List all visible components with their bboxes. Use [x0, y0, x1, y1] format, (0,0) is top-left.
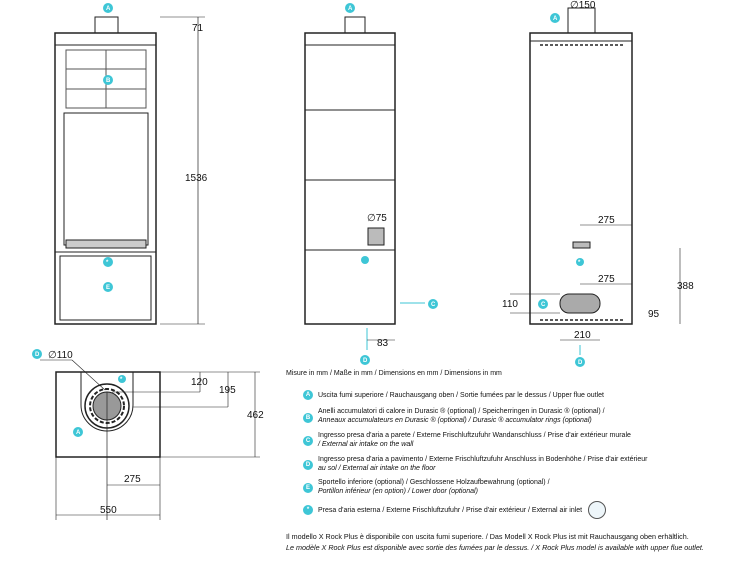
legend-c-line1: Ingresso presa d'aria a parete / Externe… — [318, 432, 631, 439]
dim-388: 388 — [677, 281, 694, 292]
marker-star: * — [120, 377, 123, 383]
plan-view — [32, 349, 260, 520]
dim-1536: 1536 — [185, 173, 208, 184]
dim-275: 275 — [124, 474, 141, 485]
legend-d-line2: au sol / External air intake on the floo… — [318, 465, 436, 472]
marker-c: C — [541, 302, 546, 308]
side-view — [304, 3, 438, 365]
legend-b-line1: Anelli accumulatori di calore in Durasic… — [318, 408, 605, 415]
legend-marker-b: B — [303, 413, 313, 423]
dim-275-upper: 275 — [598, 215, 615, 226]
footer-line1: Il modello X Rock Plus è disponibile con… — [286, 532, 689, 541]
dim-210: 210 — [574, 330, 591, 341]
legend-marker-a: A — [303, 390, 313, 400]
dim-120: 120 — [191, 377, 208, 388]
units-note: Misure in mm / Maße in mm / Dimensions e… — [286, 370, 502, 377]
marker-a: A — [348, 6, 353, 12]
marker-a: A — [553, 16, 558, 22]
marker-c: C — [431, 302, 436, 308]
dim-275-lower: 275 — [598, 274, 615, 285]
dim-diameter-110: ∅110 — [48, 350, 73, 361]
marker-star: * — [578, 260, 581, 266]
legend-d-line1: Ingresso presa d'aria a pavimento / Exte… — [318, 456, 648, 463]
dim-71: 71 — [192, 23, 204, 34]
marker-d: D — [578, 360, 583, 366]
dim-550: 550 — [100, 505, 117, 516]
marker-b: B — [106, 78, 111, 84]
rear-view — [510, 7, 681, 367]
legend-a-line1: Uscita fumi superiore / Rauchausgang obe… — [318, 392, 604, 399]
legend-marker-c: C — [303, 436, 313, 446]
dim-diameter-75: ∅75 — [367, 213, 387, 224]
footer-line2: Le modèle X Rock Plus est disponible ave… — [286, 543, 704, 552]
legend-marker-star: * — [303, 505, 313, 515]
marker-a: A — [106, 6, 111, 12]
legend-e-line2: Portillon inférieur (en option) / Lower … — [318, 488, 478, 495]
marker-a: A — [76, 430, 81, 436]
legend-b-line2: Anneaux accumulateurs en Durasic ® (opti… — [318, 417, 592, 424]
marker-d: D — [363, 358, 368, 364]
legend-c-line2: / External air intake on the wall — [318, 441, 414, 448]
marker-d: D — [35, 352, 40, 358]
dim-462: 462 — [247, 410, 264, 421]
marker-e: E — [106, 285, 110, 291]
dim-diameter-150: ∅150 — [570, 0, 596, 11]
marker-star: * — [106, 260, 109, 266]
dim-195: 195 — [219, 385, 236, 396]
dim-110: 110 — [502, 299, 518, 310]
legend-star-line1: Presa d'aria esterna / Externe Frischluf… — [318, 507, 583, 514]
dim-83: 83 — [377, 338, 389, 349]
legend-e-line1: Sportello inferiore (optional) / Geschlo… — [318, 479, 550, 486]
air-inlet-icon — [588, 501, 606, 519]
dim-95: 95 — [648, 309, 660, 320]
front-view — [54, 3, 205, 325]
legend-marker-d: D — [303, 460, 313, 470]
legend-marker-e: E — [303, 483, 313, 493]
